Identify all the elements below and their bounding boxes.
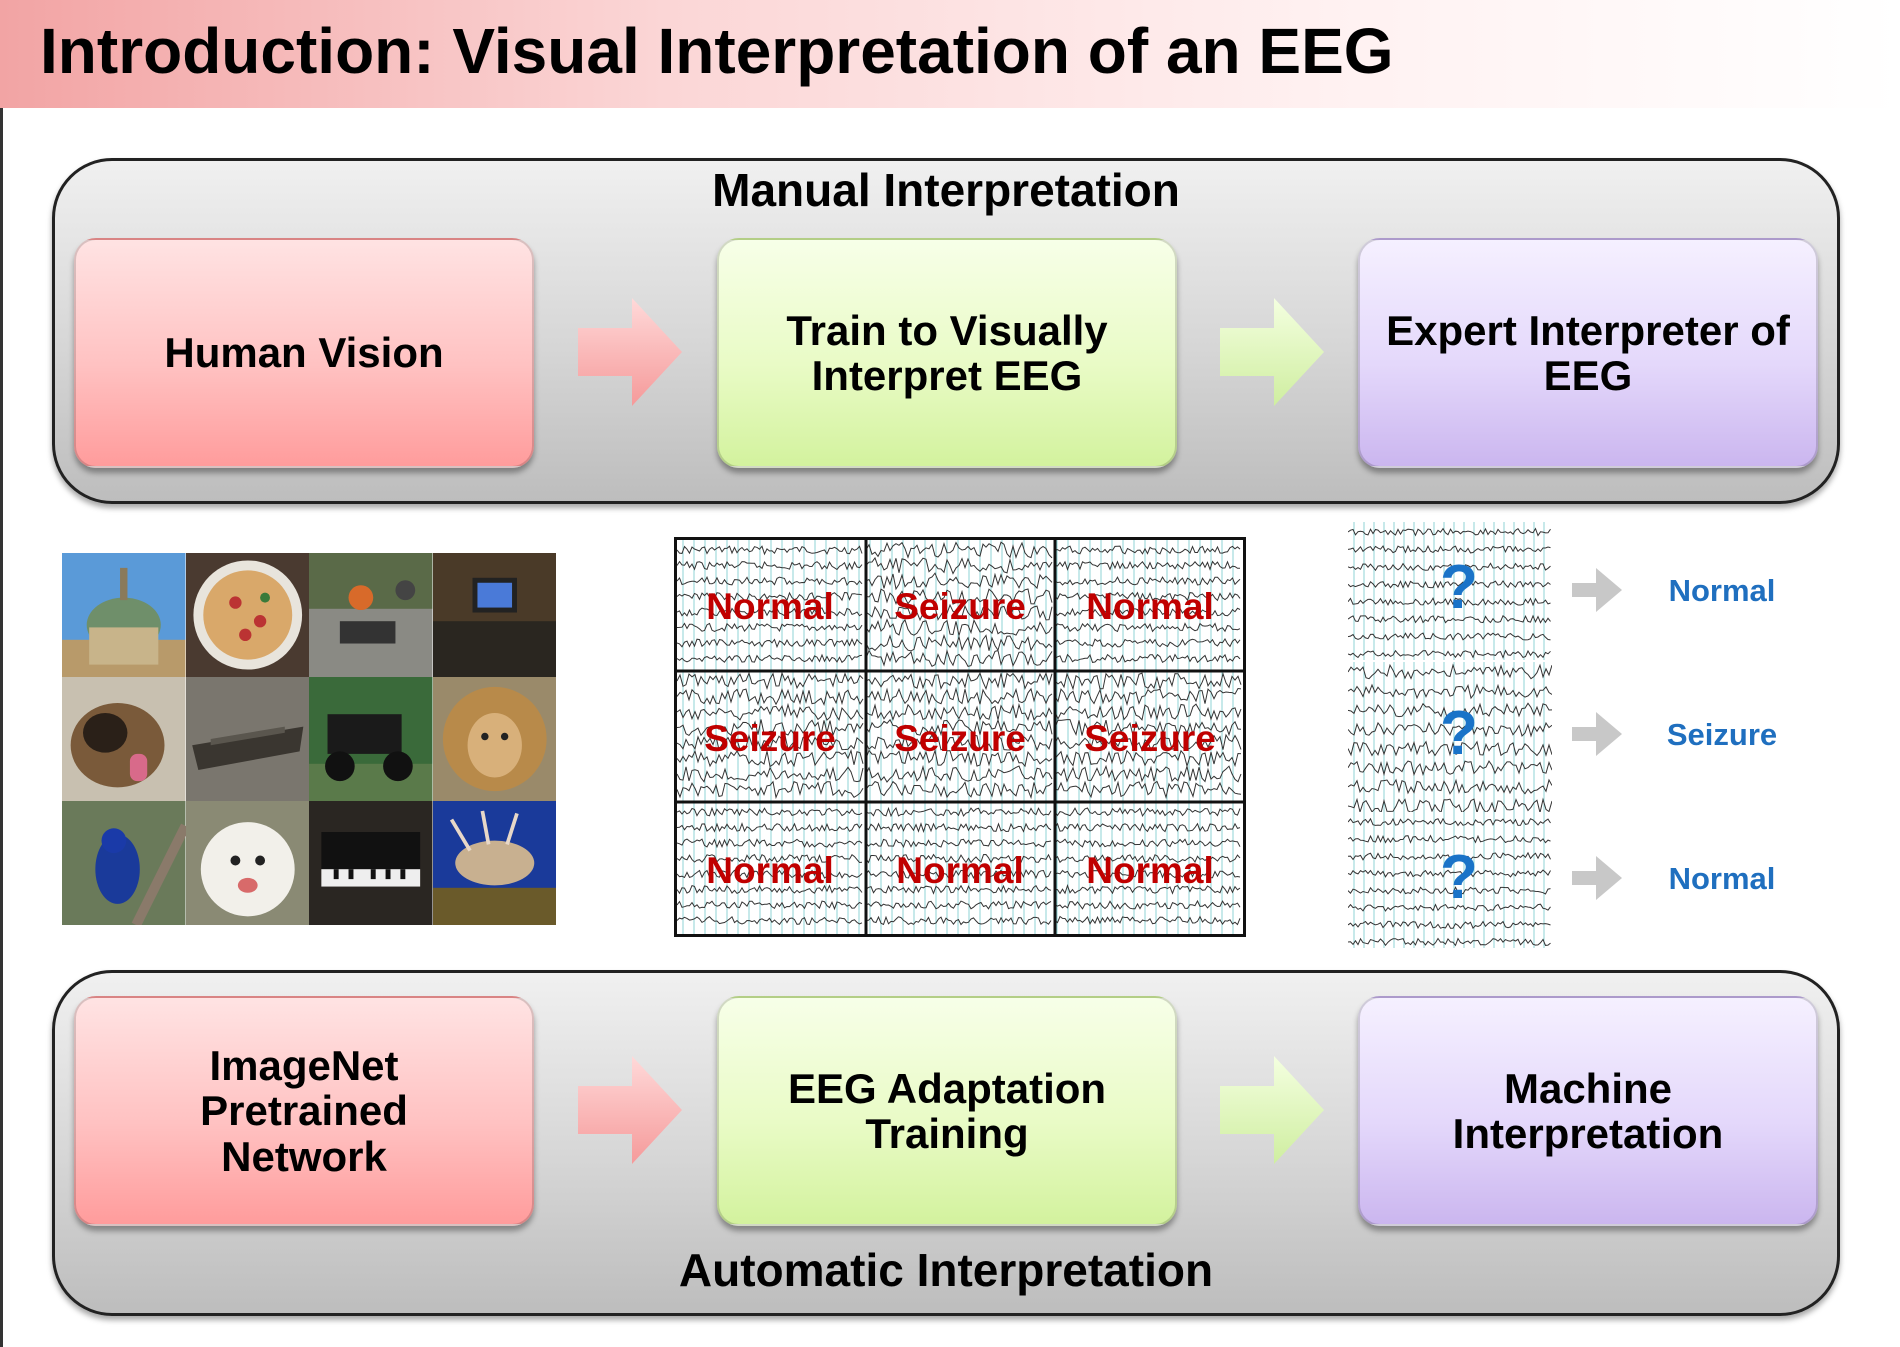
photo-ship (185, 677, 309, 801)
result-label: Normal (1668, 573, 1776, 608)
step-label: Train to Visually Interpret EEG (786, 306, 1108, 399)
photo-desk-tv (432, 553, 556, 677)
automatic-panel-label: Automatic Interpretation (678, 1244, 1214, 1296)
photo-pizza (185, 553, 309, 677)
arrow-right-icon (1572, 712, 1622, 756)
step-train-visual: Train to Visually Interpret EEG (717, 238, 1177, 468)
photo-piano (309, 801, 433, 925)
title-bar: Introduction: Visual Interpretation of a… (0, 0, 1900, 108)
arrow-right-icon (578, 1056, 682, 1164)
step-machine-interpretation: Machine Interpretation (1358, 996, 1818, 1226)
result-label: Seizure (1666, 717, 1778, 752)
step-expert-interpreter: Expert Interpreter of EEG (1358, 238, 1818, 468)
arrow-right-icon (1220, 298, 1324, 406)
photo-lion (432, 677, 556, 801)
photo-samoyed (185, 801, 309, 925)
photo-go-kart (309, 553, 433, 677)
step-label: Expert Interpreter of EEG (1386, 306, 1790, 399)
step-imagenet-network: ImageNet Pretrained Network (74, 996, 534, 1226)
photo-blue-bird (62, 801, 186, 925)
eeg-unknown-strip (1348, 522, 1552, 660)
photo-vintage-car (309, 677, 433, 801)
imagenet-photo-grid (62, 553, 556, 925)
question-mark-icon: ? (1440, 843, 1478, 912)
step-human-vision: Human Vision (74, 238, 534, 468)
eeg-cell-label: Normal (1086, 850, 1214, 891)
eeg-unknown-strip (1348, 662, 1552, 812)
eeg-training-grid: Normal Seizure Normal Seizure Seizure Se… (674, 537, 1246, 937)
eeg-trace-background (677, 540, 1243, 934)
slide-title: Introduction: Visual Interpretation of a… (40, 15, 1394, 87)
left-border (0, 108, 3, 1347)
arrow-right-icon (578, 298, 682, 406)
photo-dome (62, 553, 186, 677)
manual-panel-label: Manual Interpretation (712, 164, 1180, 216)
eeg-cell-label: Seizure (704, 718, 836, 759)
eeg-cell-label: Seizure (894, 718, 1026, 759)
arrow-right-icon (1572, 856, 1622, 900)
eeg-cell-label: Seizure (894, 586, 1026, 627)
result-label: Normal (1668, 861, 1776, 896)
step-label: Machine Interpretation (1452, 1064, 1724, 1157)
eeg-cell-label: Normal (706, 586, 834, 627)
photo-lionfish (432, 801, 556, 925)
step-label: ImageNet Pretrained Network (200, 1041, 408, 1180)
arrow-right-icon (1220, 1056, 1324, 1164)
question-mark-icon: ? (1440, 699, 1478, 768)
step-eeg-adaptation: EEG Adaptation Training (717, 996, 1177, 1226)
step-label: EEG Adaptation Training (787, 1064, 1107, 1157)
eeg-unknown-strip (1348, 812, 1552, 948)
photo-german-shepherd (62, 677, 186, 801)
question-mark-icon: ? (1440, 553, 1478, 622)
eeg-cell-label: Normal (1086, 586, 1214, 627)
arrow-right-icon (1572, 568, 1622, 612)
eeg-cell-label: Seizure (1084, 718, 1216, 759)
step-label: Human Vision (164, 329, 444, 377)
eeg-cell-label: Normal (706, 850, 834, 891)
eeg-cell-label: Normal (896, 850, 1024, 891)
